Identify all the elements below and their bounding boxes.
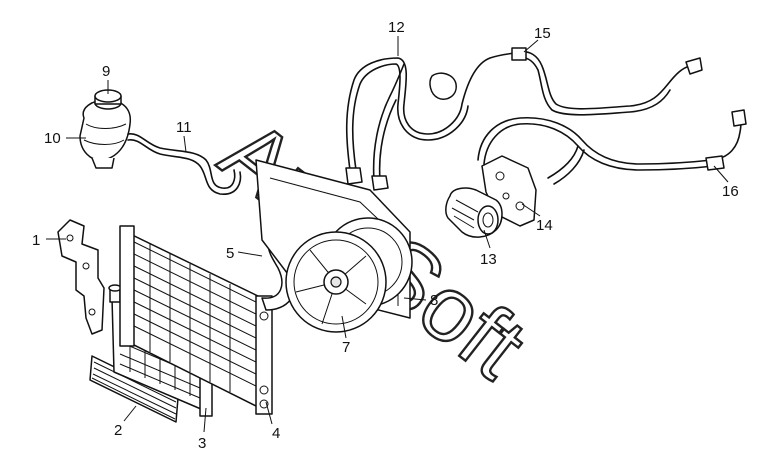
callout-7: 7 bbox=[342, 339, 350, 356]
callout-5: 5 bbox=[226, 245, 234, 262]
callout-12: 12 bbox=[388, 19, 405, 36]
callout-16: 16 bbox=[722, 183, 739, 200]
callout-4: 4 bbox=[272, 425, 280, 442]
callout-13: 13 bbox=[480, 251, 497, 268]
tank-hose[interactable] bbox=[127, 133, 242, 195]
callout-11: 11 bbox=[176, 119, 192, 136]
leader-lines bbox=[46, 36, 729, 433]
callout-2: 2 bbox=[114, 422, 122, 439]
cooling-fan[interactable] bbox=[285, 231, 387, 333]
ac-line-15[interactable] bbox=[511, 47, 703, 116]
callout-labels: 1 2 3 4 5 7 8 9 10 11 12 13 14 15 16 bbox=[32, 19, 739, 452]
callout-10: 10 bbox=[44, 130, 61, 147]
callout-14: 14 bbox=[536, 217, 553, 234]
callout-9: 9 bbox=[102, 63, 110, 80]
side-bracket[interactable] bbox=[57, 219, 105, 335]
expansion-tank-cap[interactable] bbox=[94, 89, 122, 110]
callout-8: 8 bbox=[430, 292, 438, 309]
expansion-tank[interactable] bbox=[79, 99, 132, 169]
callout-3: 3 bbox=[198, 435, 206, 452]
ac-compressor[interactable] bbox=[445, 187, 503, 238]
callout-1: 1 bbox=[32, 232, 40, 249]
callout-15: 15 bbox=[534, 25, 551, 42]
ac-line-16[interactable] bbox=[477, 109, 747, 185]
radiator[interactable] bbox=[119, 225, 273, 415]
ac-line-12[interactable] bbox=[345, 51, 519, 191]
